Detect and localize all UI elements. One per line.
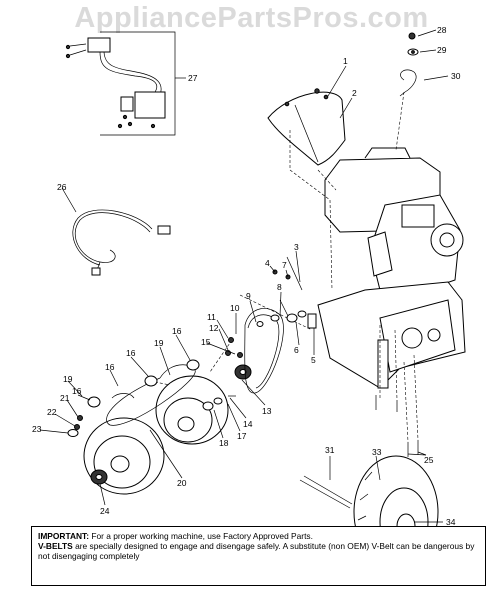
callout-7: 7 xyxy=(282,260,287,270)
callout-16d: 16 xyxy=(72,386,82,396)
callout-14: 14 xyxy=(243,419,253,429)
callout-12: 12 xyxy=(209,323,219,333)
engine-drawing xyxy=(324,147,464,293)
callout-22: 22 xyxy=(47,407,57,417)
callout-23: 23 xyxy=(32,424,42,434)
callout-19a: 19 xyxy=(154,338,164,348)
callout-9: 9 xyxy=(246,291,251,301)
callout-6: 6 xyxy=(294,345,299,355)
important-note: IMPORTANT: For a proper working machine,… xyxy=(31,526,486,586)
callout-5: 5 xyxy=(311,355,316,365)
hardware-28-30 xyxy=(399,32,419,97)
pulley-drawings xyxy=(83,364,252,495)
callout-31: 31 xyxy=(325,445,335,455)
callout-17: 17 xyxy=(237,431,247,441)
wiring-harness-drawing xyxy=(65,37,166,129)
note-line1: For a proper working machine, use Factor… xyxy=(89,531,313,541)
callout-15: 15 xyxy=(201,337,211,347)
callout-16b: 16 xyxy=(126,348,136,358)
note-line2: are specially designed to engage and dis… xyxy=(38,541,475,561)
callout-28: 28 xyxy=(437,25,447,35)
callout-4: 4 xyxy=(265,258,270,268)
note-vbelts: V-BELTS xyxy=(38,541,73,551)
callout-16a: 16 xyxy=(172,326,182,336)
callout-21: 21 xyxy=(60,393,70,403)
frame-plate-drawing xyxy=(317,281,466,389)
callout-13: 13 xyxy=(262,406,272,416)
callout-10: 10 xyxy=(230,303,240,313)
watermark: AppliancePartsPros.com xyxy=(74,2,429,34)
callout-27: 27 xyxy=(188,73,198,83)
cable-drawing xyxy=(72,209,171,276)
callout-26: 26 xyxy=(57,182,67,192)
callout-16c: 16 xyxy=(105,362,115,372)
callout-8: 8 xyxy=(277,282,282,292)
callout-3: 3 xyxy=(294,242,299,252)
callout-33: 33 xyxy=(372,447,382,457)
note-heading: IMPORTANT: xyxy=(38,531,90,541)
callout-11: 11 xyxy=(207,312,216,322)
bracket-27 xyxy=(100,31,176,136)
callout-19b: 19 xyxy=(63,374,73,384)
small-hardware xyxy=(67,88,419,457)
callout-24: 24 xyxy=(100,506,110,516)
callout-25: 25 xyxy=(424,455,434,465)
callout-29: 29 xyxy=(437,45,447,55)
callout-18: 18 xyxy=(219,438,229,448)
callout-1: 1 xyxy=(343,56,348,66)
callout-30: 30 xyxy=(451,71,461,81)
belt-cover-drawing xyxy=(267,91,346,166)
callout-2: 2 xyxy=(352,88,357,98)
callout-34: 34 xyxy=(446,517,456,527)
callout-20: 20 xyxy=(177,478,187,488)
